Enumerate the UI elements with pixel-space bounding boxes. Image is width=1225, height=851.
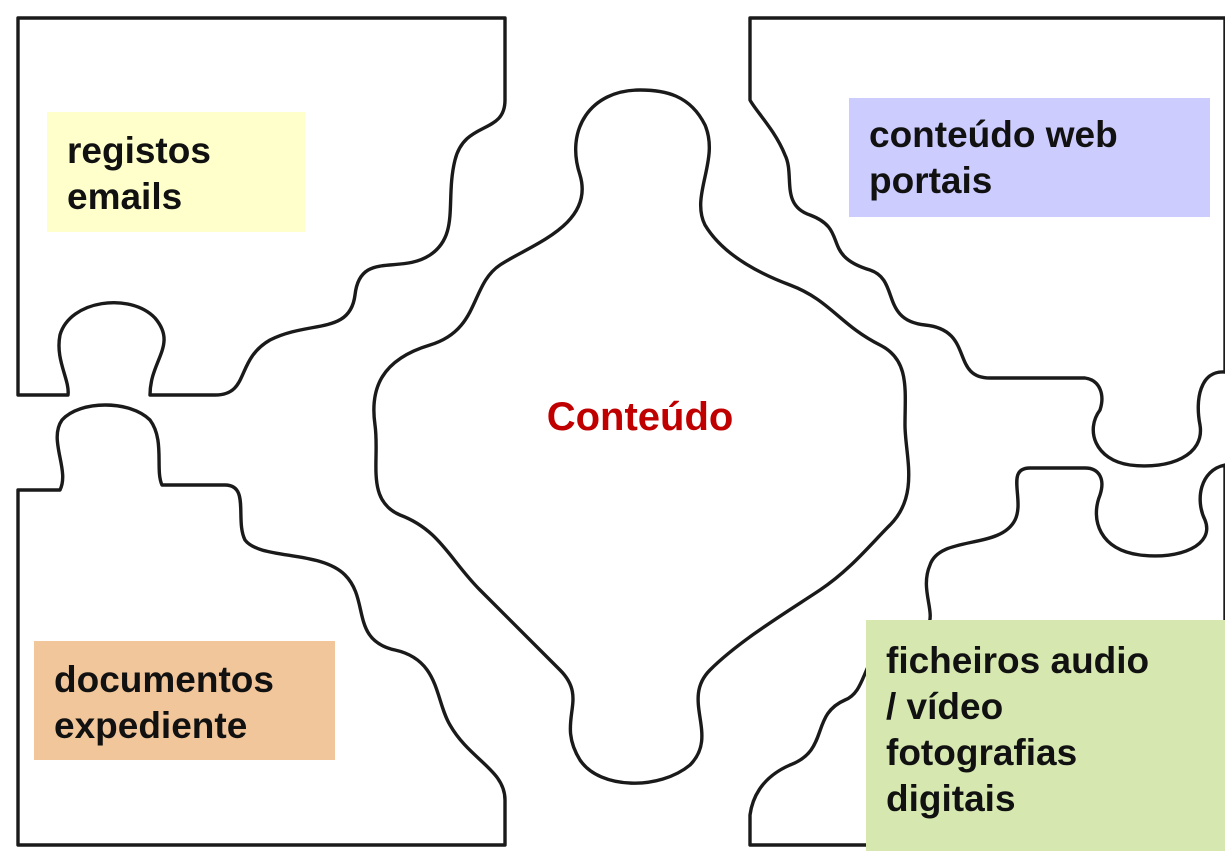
label-line: expediente [54,705,248,746]
label-line: / vídeo [886,686,1004,727]
label-line: fotografias [886,732,1078,773]
label-box-documentos: documentos expediente [34,641,335,760]
center-label: Conteúdo [546,395,734,439]
label-line: emails [67,176,183,217]
piece-top-left [16,16,507,397]
label-box-registos-emails: registos emails [47,112,305,232]
label-line: ficheiros audio [886,640,1150,681]
label-box-conteudo-web: conteúdo web portais [849,98,1210,217]
label-line: documentos [54,659,274,700]
piece-center [372,88,911,785]
label-box-ficheiros: ficheiros audio / vídeo fotografias digi… [866,620,1225,851]
label-line: registos [67,130,211,171]
piece-bottom-right [748,463,1225,847]
piece-bottom-left [16,403,507,847]
piece-top-right [748,16,1225,468]
label-line: portais [869,160,993,201]
label-line: digitais [886,778,1016,819]
label-line: conteúdo web [869,114,1118,155]
